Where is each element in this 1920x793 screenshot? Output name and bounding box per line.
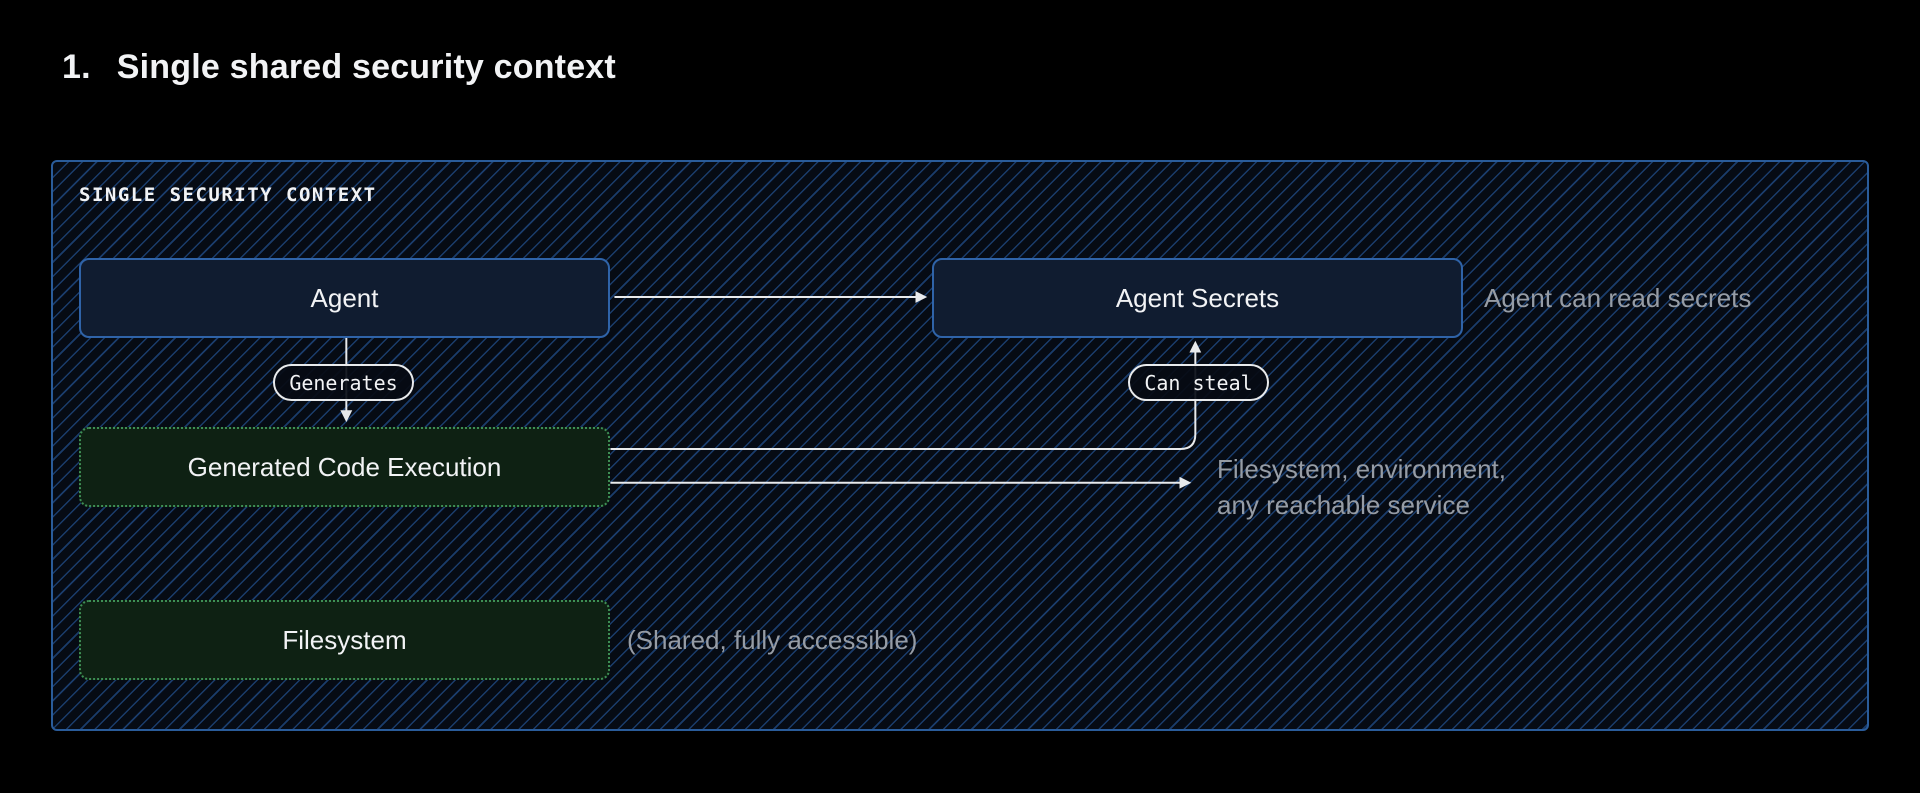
node-agent-secrets-label: Agent Secrets (1115, 282, 1280, 313)
node-agent-secrets: Agent Secrets (932, 258, 1463, 338)
edge-label-can-steal: Can steal (1128, 364, 1269, 401)
annotation-reachable-services: Filesystem, environment, any reachable s… (1217, 451, 1506, 523)
page-title-text: Single shared security context (116, 48, 616, 86)
node-generated-code-execution-label: Generated Code Execution (187, 451, 502, 482)
annotation-reachable-services-line2: any reachable service (1217, 490, 1470, 520)
security-context-panel: SINGLE SECURITY CONTEXT Agent Agent Secr… (51, 160, 1869, 731)
node-filesystem-label: Filesystem (282, 624, 407, 655)
edge-label-can-steal-text: Can steal (1144, 370, 1253, 395)
edges-layer (340, 291, 1202, 489)
annotation-reachable-services-line1: Filesystem, environment, (1217, 454, 1506, 484)
edge-label-generates-text: Generates (289, 370, 398, 395)
node-generated-code-execution: Generated Code Execution (79, 427, 610, 507)
arrow-generated-code-to-secrets (610, 340, 1202, 450)
edge-label-generates: Generates (273, 364, 414, 401)
node-agent-label: Agent (310, 282, 379, 313)
panel-label: SINGLE SECURITY CONTEXT (79, 184, 377, 206)
page-title-number: 1. (62, 48, 91, 86)
annotation-shared-fully-accessible: (Shared, fully accessible) (627, 625, 918, 655)
node-filesystem: Filesystem (79, 600, 610, 680)
node-agent: Agent (79, 258, 610, 338)
page-title: 1. Single shared security context (62, 48, 616, 87)
annotation-agent-can-read-secrets: Agent can read secrets (1484, 283, 1752, 313)
